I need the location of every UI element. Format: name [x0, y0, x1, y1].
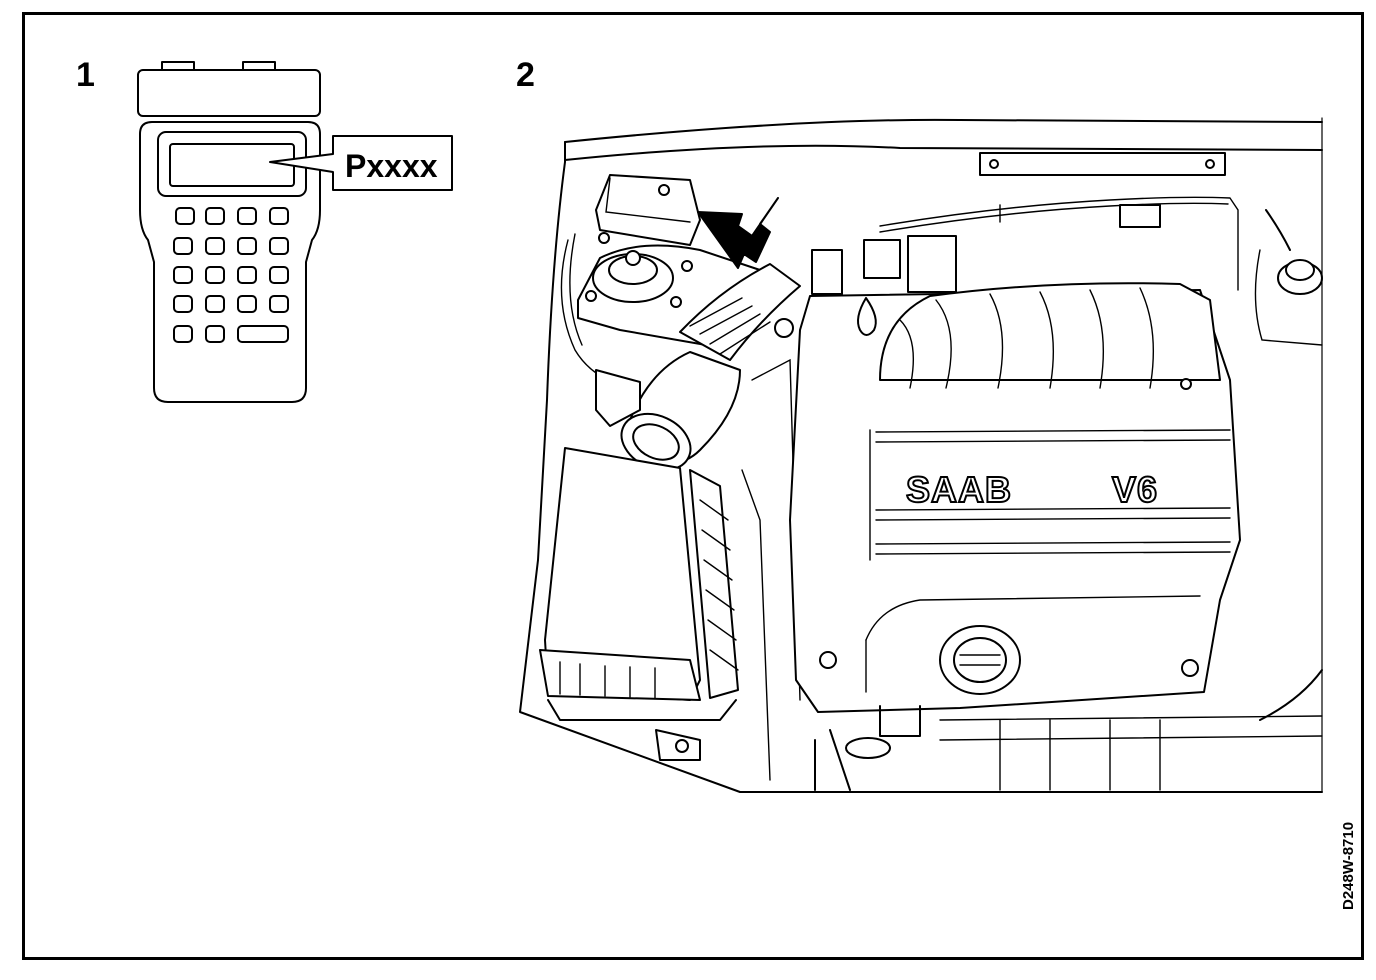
- display-code-callout: Pxxxx: [269, 135, 453, 191]
- intake-hose: [595, 263, 801, 472]
- step-1-label: 1: [76, 56, 95, 94]
- figure-frame: [22, 12, 1364, 960]
- air-filter-box: [539, 447, 739, 701]
- relay-box: [595, 174, 701, 246]
- engine-brand-text: SAAB: [906, 469, 1012, 510]
- diagnostic-tester-icon: [137, 61, 321, 403]
- figure-code: D248W-8710: [1340, 821, 1357, 910]
- reservoir: [1254, 209, 1323, 346]
- keypad: [173, 207, 289, 343]
- step-2-label: 2: [516, 56, 535, 94]
- engine-bay: SAAB V6: [519, 117, 1323, 793]
- pointer-arrow-icon: [697, 197, 779, 269]
- engine-model-text: V6: [1112, 469, 1158, 510]
- engine-cover: SAAB V6: [789, 282, 1241, 713]
- oil-filler-cap-icon: [939, 625, 1021, 695]
- display-code-text: Pxxxx: [345, 148, 438, 184]
